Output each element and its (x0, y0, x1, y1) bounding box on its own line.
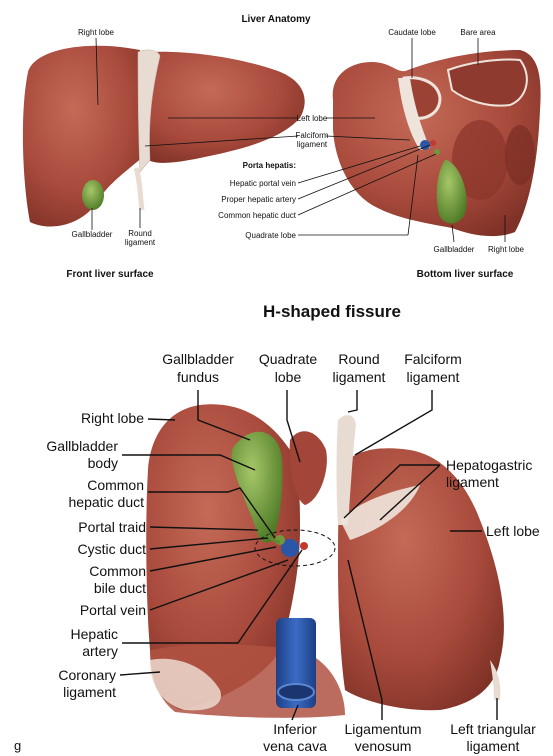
bottom-lobe-depression-2 (505, 125, 535, 185)
label-common-hepatic-2: hepatic duct (20, 495, 144, 510)
label-left-lobe-top: Left lobe (290, 114, 334, 123)
label-gb-fundus-1: Gallbladder (148, 352, 248, 367)
label-falciform-top-2: ligament (290, 140, 334, 149)
label-porta-hepatis: Porta hepatis: (200, 161, 296, 170)
label-coronary-2: ligament (20, 685, 116, 700)
label-caudate-lobe: Caudate lobe (380, 28, 444, 37)
label-falciform-1: Falciform (393, 352, 473, 367)
label-falciform-top-1: Falciform (290, 131, 334, 140)
front-gallbladder-shape (82, 180, 104, 210)
label-lig-venosum-2: venosum (338, 739, 428, 754)
label-hepatic-artery-1: Hepatic (20, 627, 118, 642)
label-gb-body-2: body (20, 456, 118, 471)
bottom-artery-shape (430, 140, 436, 146)
label-hepatic-portal-vein: Hepatic portal vein (196, 179, 296, 188)
label-portal-vein: Portal vein (20, 603, 146, 618)
label-left-triangular-2: ligament (436, 739, 550, 754)
label-left-triangular-1: Left triangular (436, 722, 550, 737)
label-bare-area: Bare area (452, 28, 504, 37)
front-caption: Front liver surface (40, 269, 180, 280)
label-quadrate-lobe-top: Quadrate lobe (210, 231, 296, 240)
section-title: H-shaped fissure (212, 302, 452, 322)
label-hepatic-artery-2: artery (20, 644, 118, 659)
label-round-2: ligament (322, 370, 396, 385)
label-falciform-2: ligament (393, 370, 473, 385)
label-left-lobe: Left lobe (486, 524, 540, 539)
label-portal-traid: Portal traid (20, 520, 146, 535)
label-ivc-1: Inferior (250, 722, 340, 737)
label-gb-body-1: Gallbladder (20, 439, 118, 454)
front-round-ligament-shape (136, 168, 142, 210)
label-gb-fundus-2: fundus (148, 370, 248, 385)
label-hepatogastric-1: Hepatogastric (446, 458, 532, 473)
label-right-lobe-bottom: Right lobe (480, 245, 532, 254)
label-round-ligament-1: Round (118, 229, 162, 238)
label-quadrate-1: Quadrate (248, 352, 328, 367)
label-common-bile-1: Common (20, 564, 146, 579)
label-common-hepatic-1: Common (20, 478, 144, 493)
label-ivc-2: vena cava (250, 739, 340, 754)
panel-letter: g (14, 738, 21, 753)
label-round-1: Round (322, 352, 396, 367)
label-coronary-1: Coronary (20, 668, 116, 683)
label-cystic-duct: Cystic duct (20, 542, 146, 557)
inferior-ivc-lumen (278, 684, 314, 700)
label-common-bile-2: bile duct (20, 581, 146, 596)
front-left-lobe-shape (148, 52, 305, 163)
label-round-ligament-2: ligament (118, 238, 162, 247)
label-gallbladder-front: Gallbladder (62, 230, 122, 239)
label-gallbladder-bottom: Gallbladder (424, 245, 484, 254)
label-quadrate-2: lobe (248, 370, 328, 385)
top-title: Liver Anatomy (220, 14, 332, 25)
label-right-lobe-front: Right lobe (66, 28, 126, 37)
label-lig-venosum-1: Ligamentum (338, 722, 428, 737)
label-proper-hepatic-artery: Proper hepatic artery (186, 195, 296, 204)
bottom-caption: Bottom liver surface (390, 269, 540, 280)
label-common-hepatic-duct-top: Common hepatic duct (186, 211, 296, 220)
label-right-lobe: Right lobe (20, 411, 144, 426)
bottom-liver (333, 50, 541, 236)
label-hepatogastric-2: ligament (446, 475, 499, 490)
inferior-artery-shape (300, 542, 308, 550)
